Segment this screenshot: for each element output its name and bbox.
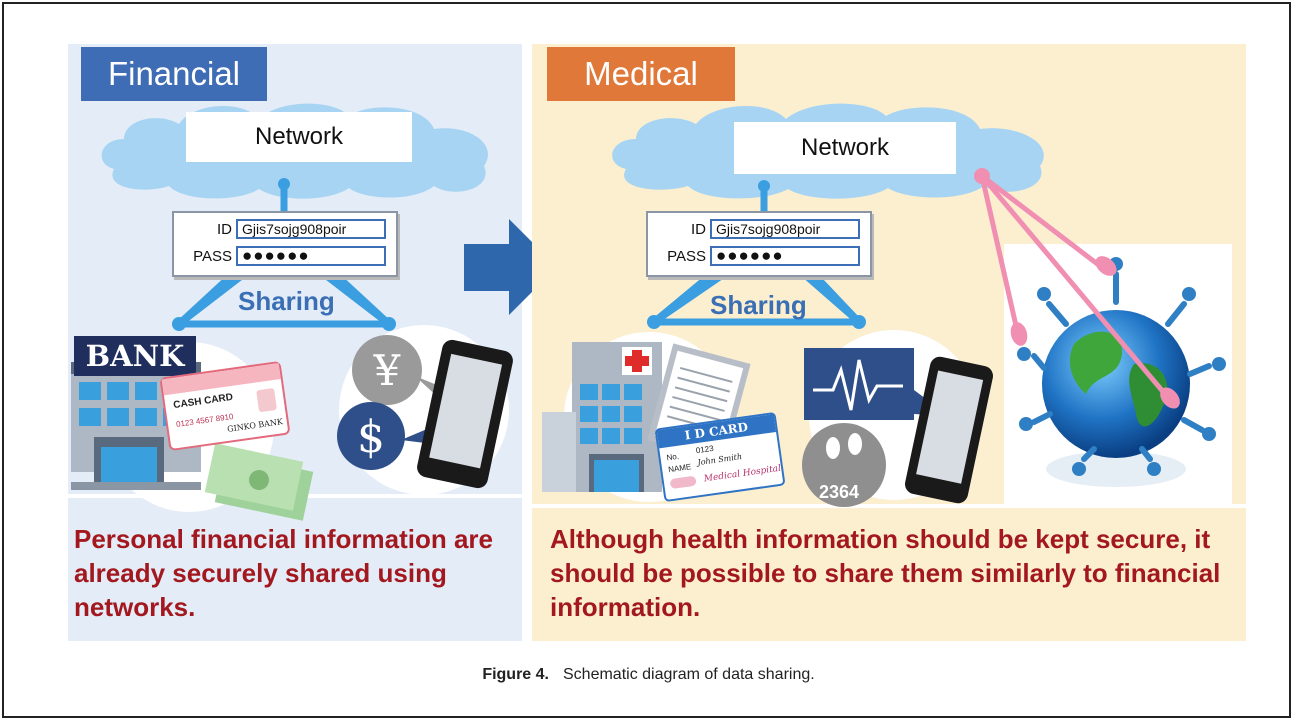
medical-sharing-label: Sharing (710, 290, 807, 320)
transition-arrow (464, 219, 557, 315)
figure-caption: Figure 4. Schematic diagram of data shari… (4, 666, 1293, 684)
id-card-name-label: NAME (667, 462, 692, 475)
financial-sharing-label: Sharing (238, 286, 335, 316)
pass-field: ●●●●●● (236, 246, 386, 266)
id-label: ID (691, 220, 706, 238)
id-card-no-label: No. (665, 451, 680, 463)
id-card-no-value: 0123 (695, 443, 715, 456)
id-label: ID (217, 220, 232, 238)
id-field: Gjis7sojg908poir (710, 219, 860, 239)
financial-network-label: Network (186, 112, 412, 162)
bank-sign: BANK (74, 336, 196, 376)
figure-number: Figure 4. (482, 666, 549, 683)
cash-card-label: CASH CARD (172, 391, 234, 412)
medical-tab: Medical (547, 47, 735, 101)
svg-text:¥: ¥ (373, 346, 401, 395)
pass-label: PASS (193, 247, 232, 265)
medical-network-label: Network (734, 122, 956, 174)
people-icons (1017, 257, 1226, 476)
cash-card-number: 0123 4567 8910 (175, 411, 235, 429)
figure-caption-text: Schematic diagram of data sharing. (563, 666, 815, 683)
network-globe-links (974, 168, 1180, 409)
globe-illustration (1017, 257, 1226, 487)
id-card-name-value: John Smith (696, 451, 743, 468)
health-phone-illustration (802, 330, 993, 507)
medical-divider (532, 504, 1246, 508)
financial-links (172, 178, 396, 331)
svg-text:$: $ (357, 412, 385, 463)
id-card-hospital: Medical Hospital (703, 463, 782, 485)
pass-field: ●●●●●● (710, 246, 860, 266)
pass-label: PASS (667, 247, 706, 265)
financial-credentials: ID Gjis7sojg908poir PASS ●●●●●● (172, 211, 398, 277)
financial-caption: Personal financial information are alrea… (74, 524, 493, 622)
currency-phone-illustration: ¥ $ (337, 325, 513, 495)
medical-caption: Although health information should be ke… (550, 524, 1221, 622)
medical-credentials: ID Gjis7sojg908poir PASS ●●●●●● (646, 211, 872, 277)
cash-card-bank: GINKO BANK (226, 417, 284, 434)
financial-tab: Financial (81, 47, 267, 101)
step-count: 2364 (819, 482, 860, 502)
id-field: Gjis7sojg908poir (236, 219, 386, 239)
